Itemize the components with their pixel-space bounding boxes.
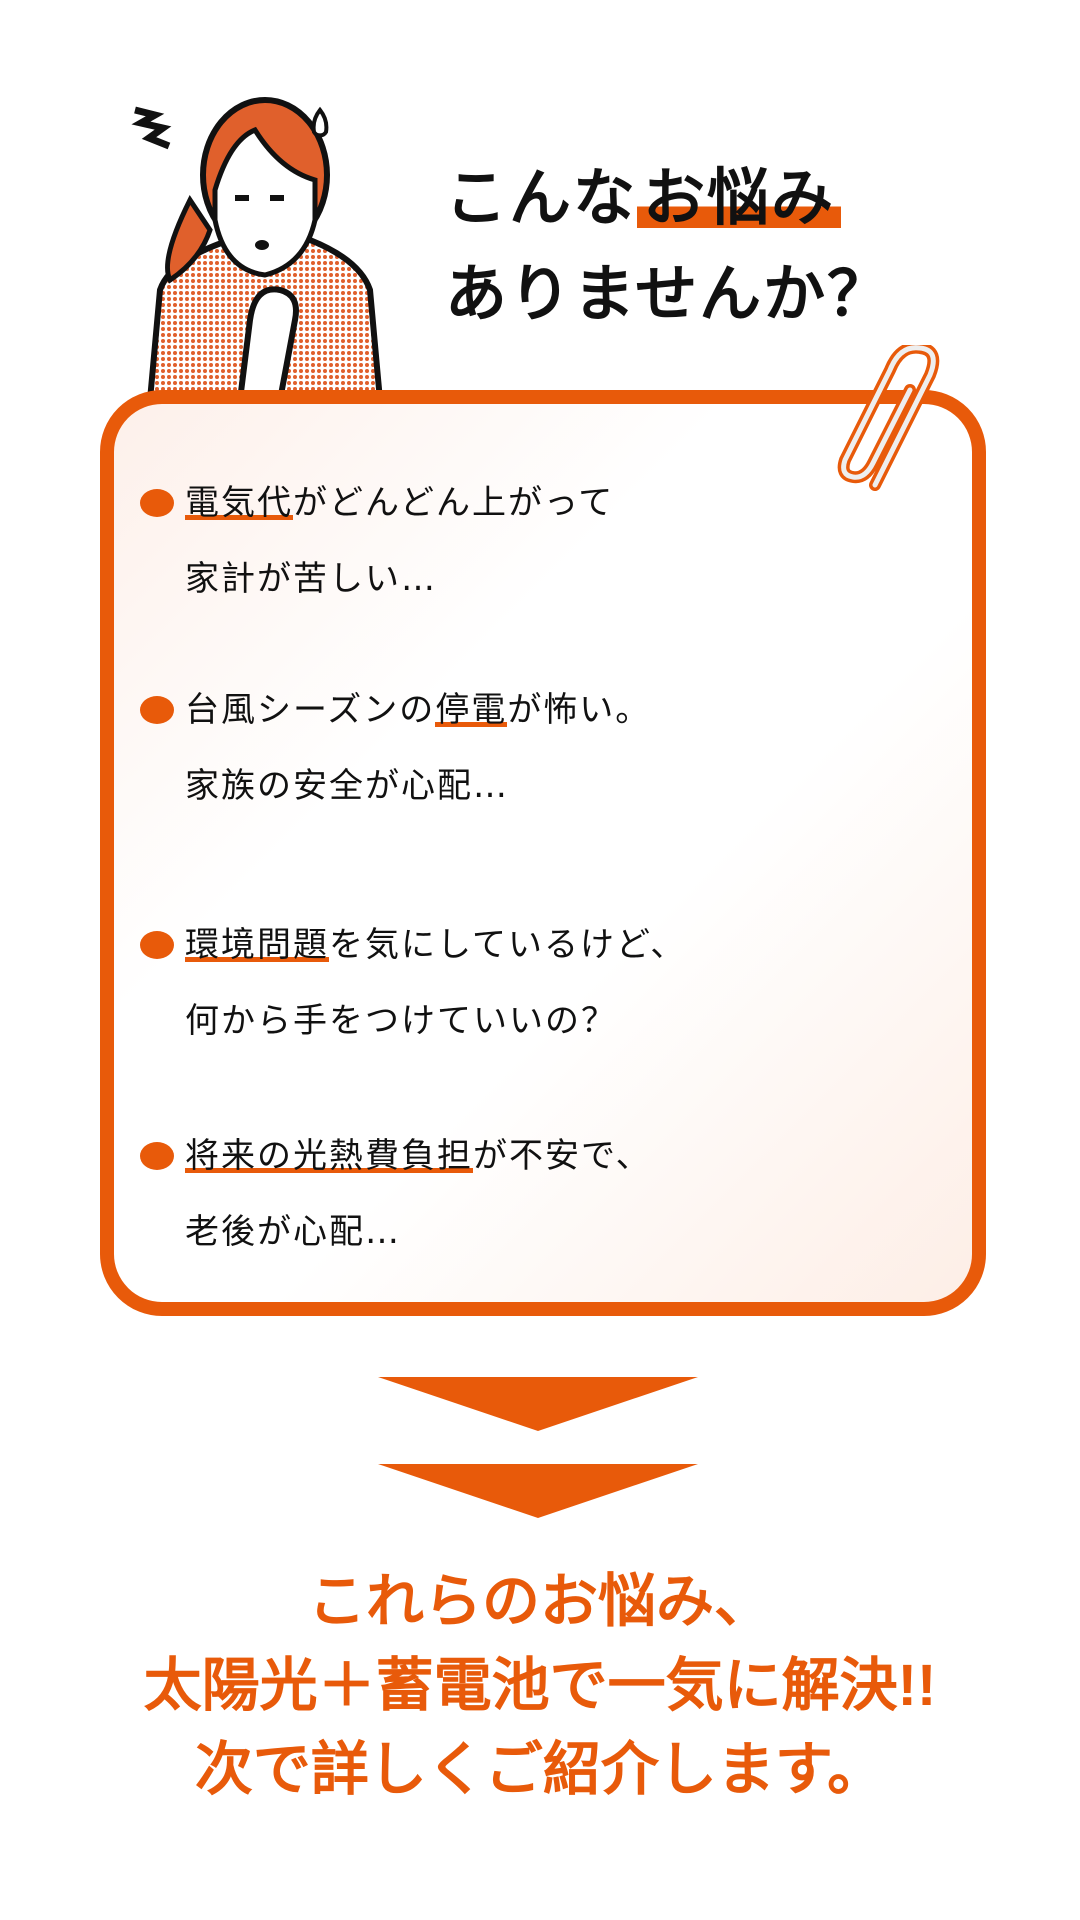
sweat-drop-icon [311,106,329,138]
closing-message: これらのお悩み、 太陽光＋蓄電池で一気に解決!! 次で詳しくご紹介します。 [0,1560,1080,1812]
concern-text: が怖い。 [507,690,652,730]
heading-text: こんな [445,161,638,234]
concern-text: がどんどん上がって [293,483,615,523]
closing-line3: 次で詳しくご紹介します。 [194,1737,886,1802]
concern-line2: 何から手をつけていいの？ [185,1001,617,1041]
concern-text: を気にしているけど、 [329,925,687,965]
paperclip-icon [837,345,940,491]
closing-line1: これらのお悩み、 [307,1569,772,1634]
concern-highlight: 停電 [435,690,508,730]
page-heading: こんなお悩み ありませんか？ [445,150,891,342]
concern-line2: 老後が心配… [185,1212,401,1252]
concern-highlight: 環境問題 [185,925,329,965]
concern-line2: 家計が苦しい… [185,559,437,599]
bullet-icon [140,1142,174,1170]
concern-highlight: 将来の光熱費負担 [185,1136,473,1176]
heading-line2: ありませんか？ [445,257,892,330]
bullet-icon [140,696,174,724]
concern-text: が不安で、 [473,1136,652,1176]
concern-item: 電気代がどんどん上がって 家計が苦しい… [140,465,615,617]
heading-highlight: お悩み [637,161,842,234]
bullet-icon [140,931,174,959]
concern-highlight: 電気代 [185,483,293,523]
down-arrow-icon [378,1377,698,1431]
concern-item: 環境問題を気にしているけど、 何から手をつけていいの？ [140,907,687,1059]
concern-item: 台風シーズンの停電が怖い。 家族の安全が心配… [140,672,652,824]
down-arrow-icon [378,1464,698,1518]
concern-item: 将来の光熱費負担が不安で、 老後が心配… [140,1118,652,1270]
bullet-icon [140,489,174,517]
concern-text: 台風シーズンの [185,690,436,730]
concern-line2: 家族の安全が心配… [185,766,509,806]
gloom-scribble-icon [131,106,172,150]
closing-line2: 太陽光＋蓄電池で一気に解決!! [143,1653,937,1718]
worried-woman-illustration [131,97,384,400]
